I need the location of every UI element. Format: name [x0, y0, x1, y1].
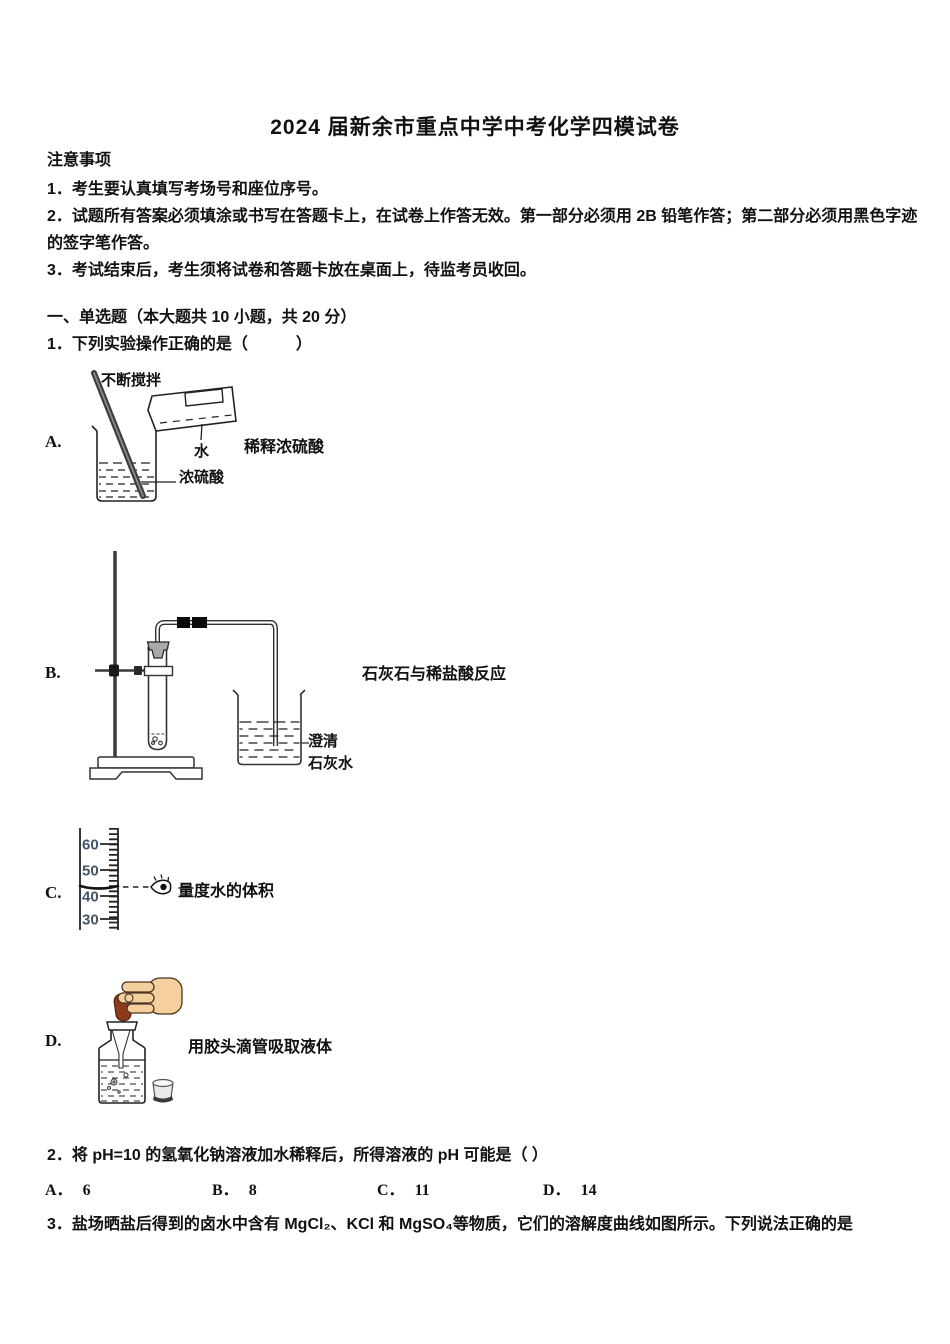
option-b-label: B.: [45, 663, 61, 682]
option-d-caption: 用胶头滴管吸取液体: [188, 1039, 333, 1056]
diagram-limestone-hcl: [89, 551, 309, 780]
label-stir: 不断搅拌: [101, 372, 162, 389]
tick-50: 50: [82, 863, 99, 880]
rubber-connector: [177, 617, 190, 628]
q2-option-d: D． 14: [543, 1176, 597, 1200]
scale-numbers: 60 50 40 30: [82, 837, 99, 929]
tick-30: 30: [82, 912, 99, 929]
option-c-label: C.: [45, 883, 62, 902]
eye-icon: [150, 874, 172, 895]
clamp-ring: [143, 665, 174, 677]
notice-item-3: 3．考试结束后，考生须将试卷和答题卡放在桌面上，待监考员收回。: [47, 262, 536, 279]
limestone-contents: [151, 733, 164, 746]
iron-stand: [89, 551, 203, 780]
q2-option-a-value: 6: [82, 1182, 91, 1199]
question-1-text: 1．下列实验操作正确的是（ ）: [47, 336, 312, 353]
option-a-caption: 稀释浓硫酸: [244, 439, 325, 456]
notice-heading: 注意事项: [47, 152, 112, 169]
limewater-beaker: [232, 689, 306, 766]
q2-option-a-letter: A．: [45, 1182, 73, 1199]
option-d-label: D.: [45, 1031, 62, 1050]
notice-item-2: 2．试题所有答案必须填涂或书写在答题卡上，在试卷上作答无效。第一部分必须用 2B…: [47, 208, 918, 252]
tick-40: 40: [82, 889, 99, 906]
page-title: 2024 届新余市重点中学中考化学四模试卷: [270, 116, 680, 139]
major-ticks: [100, 843, 118, 920]
bubbles: [107, 1072, 129, 1094]
water-container: [147, 386, 237, 432]
option-b-caption: 石灰石与稀盐酸反应: [362, 666, 507, 683]
question-2-text: 2．将 pH=10 的氢氧化钠溶液加水稀释后，所得溶液的 pH 可能是（ ）: [47, 1147, 548, 1164]
q2-option-c: C． 11: [377, 1176, 430, 1200]
diagram-dilute-acid: [91, 370, 237, 502]
q2-option-d-letter: D．: [543, 1182, 571, 1199]
option-c-caption: 量度水的体积: [178, 883, 275, 900]
question-3-text: 3．盐场晒盐后得到的卤水中含有 MgCl₂、KCl 和 MgSO₄等物质，它们的…: [47, 1216, 853, 1233]
rubber-stopper: [146, 641, 170, 659]
water-level-meniscus: [78, 884, 120, 890]
q2-option-a: A． 6: [45, 1176, 91, 1200]
label-limewater-2: 石灰水: [308, 755, 354, 772]
q2-option-b-value: 8: [248, 1182, 257, 1199]
reagent-bottle: [98, 1021, 146, 1104]
q2-option-b-letter: B．: [212, 1182, 239, 1199]
label-conc-acid: 浓硫酸: [179, 469, 225, 486]
water-pointer-line: [200, 423, 203, 441]
acid-liquid: [99, 462, 154, 498]
label-limewater-1: 澄清: [308, 733, 339, 750]
limewater: [239, 721, 300, 758]
label-water: 水: [194, 443, 210, 460]
hand: [117, 977, 183, 1015]
option-a-label: A.: [45, 432, 62, 451]
q2-option-c-value: 11: [414, 1182, 430, 1199]
notice-item-1: 1．考生要认真填写考场号和座位序号。: [47, 181, 328, 198]
section-heading: 一、单选题（本大题共 10 小题，共 20 分）: [47, 309, 357, 326]
test-tube: [143, 641, 174, 751]
diagram-dropper-bottle: [98, 977, 183, 1104]
delivery-tube: [155, 617, 278, 746]
glass-rod-icon: [91, 370, 146, 499]
q2-option-b: B． 8: [212, 1176, 257, 1200]
bottle-stopper: [152, 1078, 174, 1103]
bottle-liquid: [101, 1065, 143, 1102]
diagram-measuring-cylinder: 60 50 40 30: [78, 828, 172, 930]
q2-option-c-letter: C．: [377, 1182, 405, 1199]
q2-option-d-value: 14: [580, 1182, 597, 1199]
tick-60: 60: [82, 837, 99, 854]
